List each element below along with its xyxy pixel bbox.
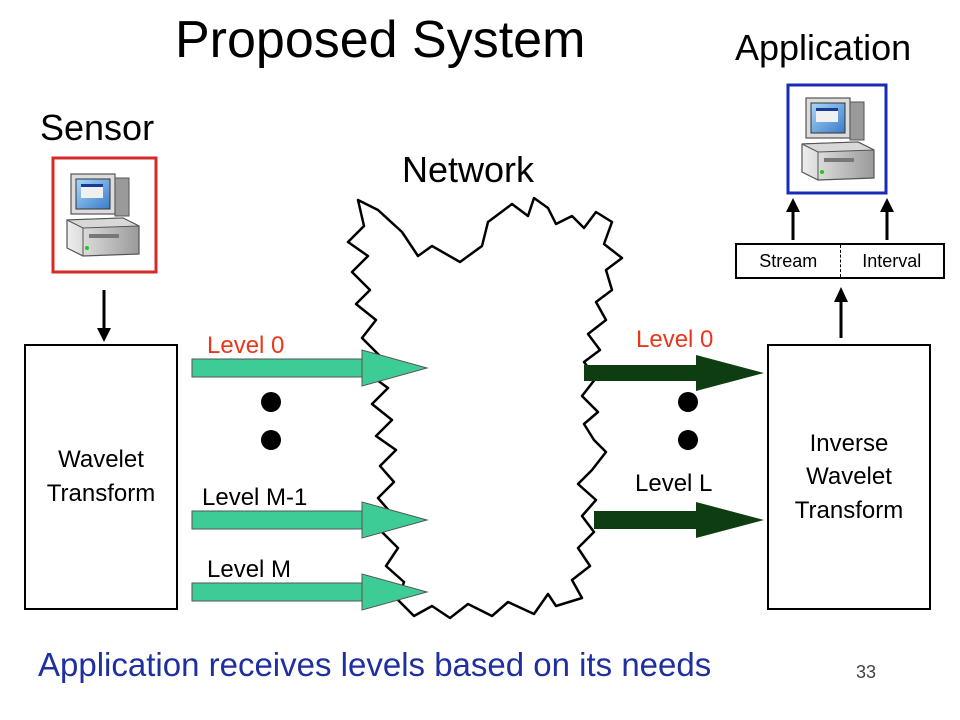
right-level0-label: Level 0 bbox=[636, 326, 714, 353]
left-ellipsis-dot-2 bbox=[261, 430, 281, 450]
inverse-wavelet-transform-box: Inverse Wavelet Transform bbox=[767, 344, 931, 610]
left-ellipsis-dot-1 bbox=[261, 392, 281, 412]
slide-title: Proposed System bbox=[175, 11, 586, 69]
wavelet-transform-box: Wavelet Transform bbox=[24, 344, 178, 610]
wavelet-transform-line1: Wavelet bbox=[58, 446, 144, 474]
left-level0-label: Level 0 bbox=[207, 332, 285, 359]
network-cloud bbox=[346, 196, 624, 620]
stream-option: Stream bbox=[737, 245, 841, 277]
inverse-transform-line2: Wavelet bbox=[806, 463, 892, 491]
sensor-label: Sensor bbox=[40, 107, 155, 148]
right-ellipsis-dot-2 bbox=[678, 430, 698, 450]
application-computer-icon bbox=[801, 97, 875, 181]
left-levelM-label: Level M bbox=[207, 556, 292, 583]
left-arrow-levelM1 bbox=[191, 501, 429, 539]
interval-option: Interval bbox=[862, 251, 922, 271]
right-arrow-level0 bbox=[584, 355, 764, 391]
left-arrow-level0 bbox=[191, 349, 429, 387]
application-frame bbox=[786, 83, 888, 195]
right-levelL-label: Level L bbox=[635, 470, 713, 497]
stream-interval-selector: Stream Interval bbox=[735, 243, 945, 279]
wavelet-transform-line2: Transform bbox=[46, 480, 156, 507]
page-number: 33 bbox=[856, 662, 877, 682]
stream-up-arrow bbox=[786, 198, 800, 240]
sensor-to-transform-arrow bbox=[97, 290, 111, 342]
transform-to-selector-arrow bbox=[834, 287, 848, 338]
inverse-transform-line1: Inverse bbox=[809, 429, 889, 457]
sensor-frame bbox=[51, 156, 158, 274]
left-levelM1-label: Level M-1 bbox=[202, 484, 308, 511]
slide-caption: Application receives levels based on its… bbox=[38, 646, 712, 683]
application-label: Application bbox=[735, 27, 912, 68]
sensor-computer-icon bbox=[66, 173, 140, 257]
inverse-transform-line3: Transform bbox=[794, 496, 904, 524]
right-arrow-levelL bbox=[594, 502, 764, 538]
left-arrow-levelM bbox=[191, 573, 429, 611]
network-label: Network bbox=[402, 149, 535, 190]
interval-up-arrow bbox=[880, 198, 894, 240]
right-ellipsis-dot-1 bbox=[678, 392, 698, 412]
